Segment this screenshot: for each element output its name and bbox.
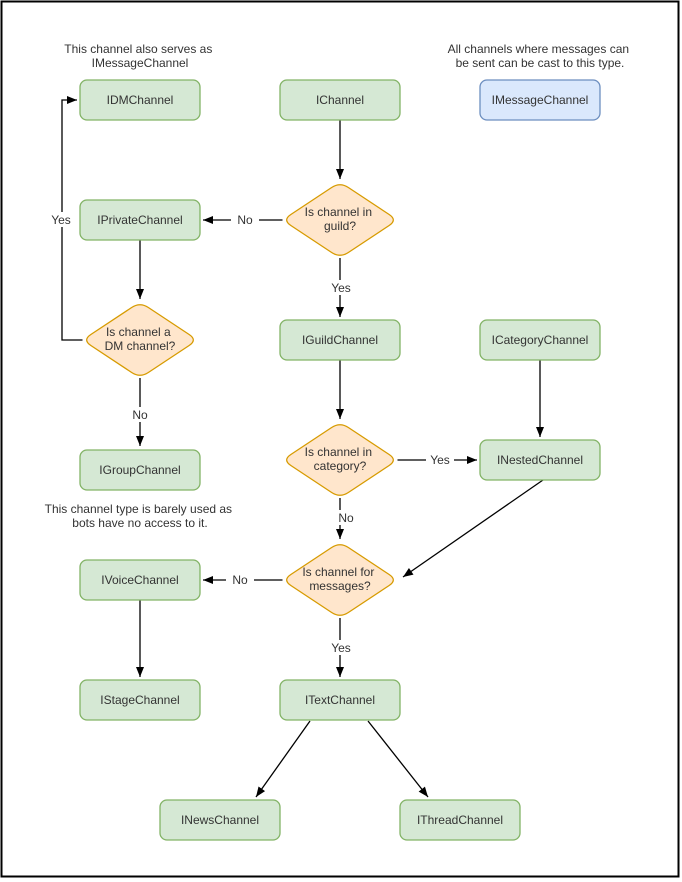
edge-label-bg [231,212,259,227]
node-ichannel: IChannel [279,79,401,121]
decision-guild-shape [286,184,394,256]
edge-label-bg [327,280,355,295]
node-iprivatechannel: IPrivateChannel [79,199,201,241]
node-icategorychannel-label: ICategoryChannel [492,333,589,347]
edge-label-bg [47,212,75,227]
node-ithreadchannel-label: IThreadChannel [417,813,503,827]
node-igroupchannel: IGroupChannel [79,449,201,491]
node-icategorychannel-box [479,319,601,361]
note-message-line1: All channels where messages can [448,42,629,56]
edge-label-guild-yes-text: Yes [331,281,351,295]
edge-label-guild-no: No [231,212,259,227]
edge-label-bg [426,452,454,467]
edge-label-messages-no-text: No [232,573,248,587]
note-dm-line2: IMessageChannel [92,56,189,70]
node-idmchannel-box [79,79,201,121]
node-inestedchannel-box [479,439,601,481]
decision-dm-line1: Is channel a [106,325,171,339]
note-igroupchannel-barely-used: This channel type is barely used as bots… [45,502,236,530]
node-ithreadchannel-box [399,799,521,841]
note-imessagechannel-cast: All channels where messages can be sent … [448,42,633,70]
node-inestedchannel-label: INestedChannel [497,453,583,467]
edge-textchannel-to-threadchannel [367,720,429,798]
edge-label-bg [327,640,355,655]
note-idmchannel-serves-imessagechannel: This channel also serves as IMessageChan… [64,42,215,70]
note-dm-line1: This channel also serves as [64,42,212,56]
decision-dm-line2: DM channel? [105,339,176,353]
edge-label-messages-yes-text: Yes [331,641,351,655]
decision-is-channel-a-dm: Is channel a DM channel? [86,304,194,376]
node-itextchannel-label: ITextChannel [305,693,375,707]
node-igroupchannel-box [79,449,201,491]
node-ichannel-label: IChannel [316,93,364,107]
node-inewschannel-label: INewsChannel [181,813,259,827]
node-iguildchannel-box [279,319,401,361]
edge-label-category-no-text: No [338,511,354,525]
edge-label-dm-no: No [126,407,154,422]
edge-label-messages-no: No [226,572,254,587]
node-istagechannel-label: IStageChannel [100,693,179,707]
edge-label-category-no: No [332,510,360,525]
decision-dm-shape [86,304,194,376]
edge-nestedchannel-to-messages-decision [402,479,544,578]
node-icategorychannel: ICategoryChannel [479,319,601,361]
node-idmchannel-label: IDMChannel [107,93,174,107]
edge-label-dm-yes: Yes [47,212,75,227]
edge-label-guild-no-text: No [237,213,253,227]
node-inewschannel: INewsChannel [159,799,281,841]
edge-label-messages-yes: Yes [327,640,355,655]
node-istagechannel: IStageChannel [79,679,201,721]
decision-guild-line1: Is channel in [305,205,372,219]
decision-category-line2: category? [314,459,367,473]
note-group-line2: bots have no access to it. [72,516,207,530]
decision-messages-shape [286,544,394,616]
node-iprivatechannel-box [79,199,201,241]
node-ivoicechannel-box [79,559,201,601]
node-imessagechannel: IMessageChannel [479,79,601,121]
node-igroupchannel-label: IGroupChannel [99,463,180,477]
edge-label-bg [332,510,360,525]
node-iguildchannel: IGuildChannel [279,319,401,361]
edge-label-dm-no-text: No [132,408,148,422]
edge-label-bg [226,572,254,587]
decision-is-channel-in-guild: Is channel in guild? [286,184,394,256]
node-imessagechannel-label: IMessageChannel [492,93,589,107]
node-ichannel-box [279,79,401,121]
decision-category-shape [286,424,394,496]
decision-is-channel-for-messages: Is channel for messages? [286,544,394,616]
decision-messages-line2: messages? [309,579,371,593]
node-ithreadchannel: IThreadChannel [399,799,521,841]
edge-label-category-yes: Yes [426,452,454,467]
decision-messages-label: Is channel for messages? [302,565,377,593]
node-idmchannel: IDMChannel [79,79,201,121]
decision-dm-label: Is channel a DM channel? [105,325,176,353]
edge-label-bg [126,407,154,422]
decision-messages-line1: Is channel for [302,565,374,579]
node-imessagechannel-box [479,79,601,121]
edge-textchannel-to-newschannel [255,720,311,798]
decision-category-label: Is channel in category? [305,445,376,473]
node-itextchannel: ITextChannel [279,679,401,721]
node-iprivatechannel-label: IPrivateChannel [97,213,182,227]
node-inestedchannel: INestedChannel [479,439,601,481]
decision-guild-line2: guild? [324,219,356,233]
node-ivoicechannel: IVoiceChannel [79,559,201,601]
note-message-line2: be sent can be cast to this type. [456,56,625,70]
decision-category-line1: Is channel in [305,445,372,459]
node-iguildchannel-label: IGuildChannel [302,333,378,347]
decision-guild-label: Is channel in guild? [305,205,376,233]
node-inewschannel-box [159,799,281,841]
note-group-line1: This channel type is barely used as [45,502,232,516]
node-ivoicechannel-label: IVoiceChannel [101,573,178,587]
edge-label-dm-yes-text: Yes [51,213,71,227]
edge-label-guild-yes: Yes [327,280,355,295]
decision-is-channel-in-category: Is channel in category? [286,424,394,496]
node-istagechannel-box [79,679,201,721]
node-itextchannel-box [279,679,401,721]
edge-label-category-yes-text: Yes [430,453,450,467]
